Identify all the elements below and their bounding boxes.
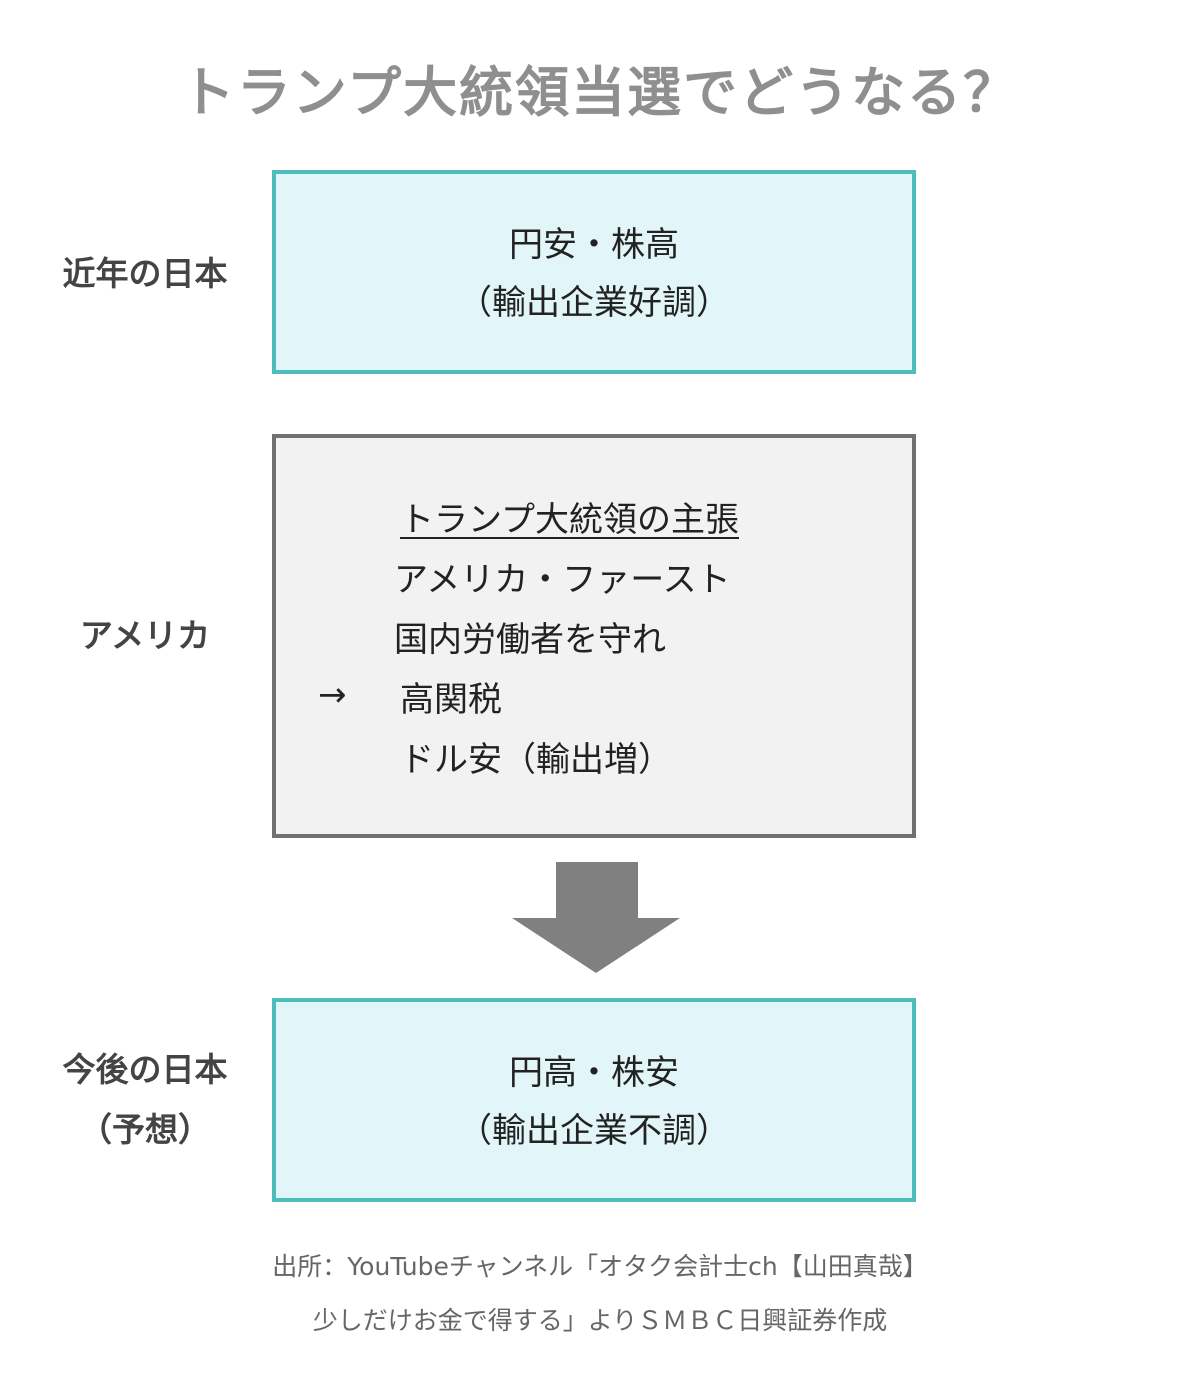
recent-japan-text: 円安・株高 （輸出企業好調） [276, 216, 912, 332]
page-title: トランプ大統領当選でどうなる？ [180, 61, 1020, 124]
label-future-japan: 今後の日本 （予想） [30, 1040, 260, 1160]
future-japan-line-1: 円高・株安 [509, 1053, 679, 1093]
america-claims: トランプ大統領の主張 アメリカ・ファースト 国内労働者を守れ 高関税 ドル安（輸… [394, 490, 739, 790]
label-america: アメリカ [79, 616, 211, 655]
box-recent-japan: 円安・株高 （輸出企業好調） [272, 170, 916, 374]
label-future-japan-line-2: （予想） [79, 1110, 211, 1149]
source-note: 出所：YouTubeチャンネル「オタク会計士ch【山田真哉】 少しだけお金で得す… [0, 1240, 1200, 1348]
future-japan-text: 円高・株安 （輸出企業不調） [276, 1044, 912, 1160]
label-recent-japan: 近年の日本 [62, 254, 228, 293]
source-line-1: 出所：YouTubeチャンネル「オタク会計士ch【山田真哉】 [272, 1252, 928, 1281]
right-arrow-icon: → [318, 675, 347, 715]
result-item: ドル安（輸出増） [400, 740, 672, 780]
source-line-2: 少しだけお金で得する」よりＳＭＢＣ日興証券作成 [312, 1306, 888, 1335]
label-future-japan-line-1: 今後の日本 [62, 1050, 228, 1089]
down-arrow-icon [512, 862, 680, 973]
recent-japan-line-2: （輸出企業好調） [458, 283, 730, 323]
box-america: トランプ大統領の主張 アメリカ・ファースト 国内労働者を守れ 高関税 ドル安（輸… [272, 434, 916, 838]
claim-item: 国内労働者を守れ [394, 620, 666, 660]
recent-japan-line-1: 円安・株高 [509, 225, 679, 265]
claims-heading: トランプ大統領の主張 [400, 500, 739, 540]
future-japan-line-2: （輸出企業不調） [458, 1111, 730, 1151]
claim-item: アメリカ・ファースト [394, 560, 731, 600]
box-future-japan: 円高・株安 （輸出企業不調） [272, 998, 916, 1202]
result-item: 高関税 [400, 680, 502, 720]
